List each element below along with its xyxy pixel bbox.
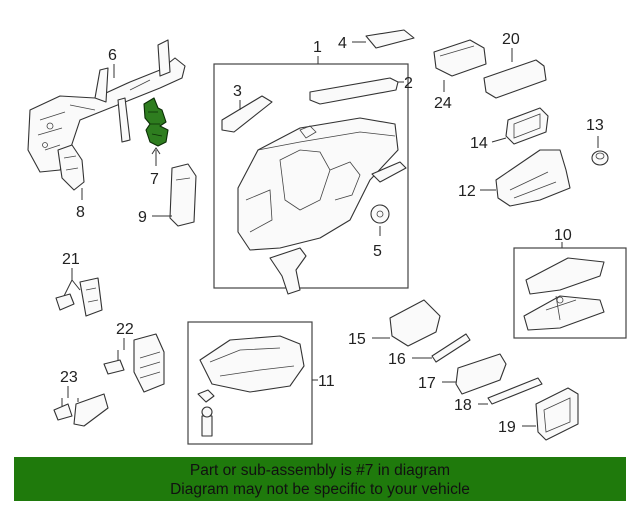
part-11-box <box>187 321 313 445</box>
callout-10: 10 <box>554 227 572 244</box>
callout-4: 4 <box>338 35 347 52</box>
part-1-side-trim <box>371 161 407 183</box>
part-4-cover <box>365 29 415 49</box>
banner-line-2: Diagram may not be specific to your vehi… <box>170 481 470 498</box>
part-23-brackets <box>53 393 109 427</box>
part-18-trim-strip <box>487 377 543 405</box>
part-1-box <box>213 63 409 289</box>
callout-12: 12 <box>458 183 476 200</box>
part-24-display-housing <box>433 39 487 77</box>
callout-9: 9 <box>138 209 147 226</box>
part-7-highlighted-bracket <box>143 97 169 147</box>
callout-6: 6 <box>108 47 117 64</box>
callout-8: 8 <box>76 204 85 221</box>
callout-1: 1 <box>313 39 322 56</box>
callout-2: 2 <box>404 75 413 92</box>
part-20-trim-panel <box>483 59 547 99</box>
part-15-trim <box>389 299 441 347</box>
callout-21: 21 <box>62 251 80 268</box>
part-6-crossbeam <box>27 39 186 173</box>
part-21-brackets <box>55 277 103 317</box>
part-17-trim-panel <box>455 353 507 395</box>
callout-3: 3 <box>233 83 242 100</box>
part-1-instrument-panel <box>237 117 399 251</box>
parts-diagram: 6 8 7 9 1 2 3 <box>27 29 627 445</box>
info-banner: Part or sub-assembly is #7 in diagram Di… <box>14 457 626 501</box>
callout-23: 23 <box>60 369 78 386</box>
callout-11: 11 <box>318 373 335 390</box>
banner-line-1: Part or sub-assembly is #7 in diagram <box>189 462 451 479</box>
callout-5: 5 <box>373 243 382 260</box>
callout-18: 18 <box>454 397 472 414</box>
part-8-bracket <box>57 144 85 191</box>
part-2-top-cover <box>309 77 399 105</box>
callout-22: 22 <box>116 321 134 338</box>
part-3-trim-strip <box>221 95 273 133</box>
callout-17: 17 <box>418 375 436 392</box>
part-5-speaker-cover <box>370 204 390 224</box>
callout-16: 16 <box>388 351 406 368</box>
part-10-glovebox-assembly <box>523 257 605 331</box>
part-14-display-frame <box>505 107 549 145</box>
callout-20: 20 <box>502 31 520 48</box>
part-10-box <box>513 247 627 339</box>
part-1-air-duct <box>269 247 307 295</box>
part-22-vent-housing <box>103 333 165 393</box>
callout-15: 15 <box>348 331 366 348</box>
callout-7: 7 <box>150 171 159 188</box>
part-13-knob <box>591 150 609 166</box>
part-19-bezel <box>535 387 579 441</box>
part-16-trim-strip <box>431 333 471 363</box>
callout-24: 24 <box>434 95 452 112</box>
callout-14: 14 <box>470 135 488 152</box>
part-12-center-console-panel <box>495 149 571 207</box>
callout-19: 19 <box>498 419 516 436</box>
part-9-side-panel <box>169 163 197 227</box>
callout-13: 13 <box>586 117 604 134</box>
part-11-glovebox <box>197 335 305 437</box>
